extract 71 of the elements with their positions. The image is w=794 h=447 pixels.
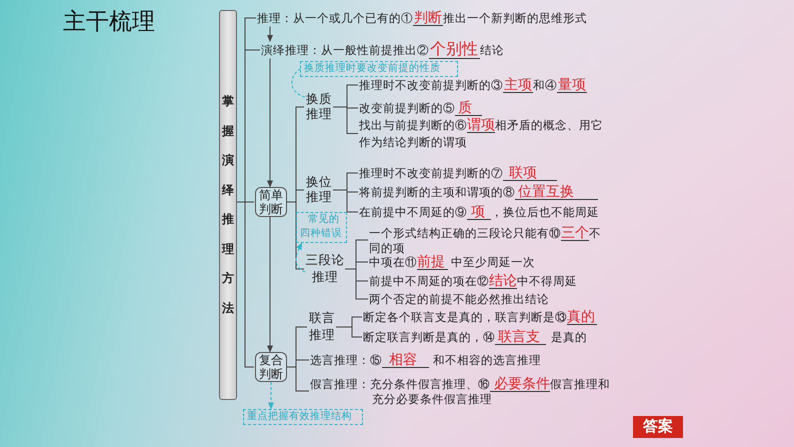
statement-text: 推理时不改变前提判断的⑦ [359, 166, 503, 180]
answer-blank: 判断 [413, 8, 443, 26]
category-box: 简单判断 [255, 187, 287, 217]
handwritten-note: 换质推理时要改变前提的性质 [300, 61, 458, 77]
answer-blank: 真的 [567, 308, 597, 324]
statement-text: 作为结论判断的谓项 [359, 136, 467, 148]
statement-text: 断定联言判断是真的，⑭ [363, 330, 495, 344]
connector-line [336, 326, 362, 338]
connector-line [344, 268, 368, 300]
statement-text: 中不得周延 [517, 274, 577, 288]
statement-text: 结论 [480, 44, 504, 56]
handwritten-note: 常见的四种错误 [296, 212, 347, 243]
answer-button: 答案 [633, 416, 683, 438]
connector-line [286, 366, 310, 392]
arrow [266, 58, 274, 188]
statement-text: 推理时不改变前提判断的③ [359, 78, 503, 92]
statement-text: 相矛盾的概念、用它 [495, 118, 603, 132]
statement-text: 选言推理：⑮ [310, 354, 382, 366]
statement-text: 推出一个新判断的思维形式 [443, 12, 587, 24]
statement-text: 找出与前提判断的⑥ [359, 118, 467, 132]
branch-label: 换位推理 [305, 175, 333, 205]
answer-blank: 必要条件 [490, 374, 550, 392]
dashed-arrow [268, 382, 274, 410]
arrow [266, 26, 274, 42]
answer-blank: 量项 [557, 76, 587, 92]
statement-text: 前提中不周延的项在⑫ [369, 274, 489, 288]
vertical-heading-box: 掌握演绎推理方法 [219, 10, 237, 400]
answer-blank: 位置互换 [515, 182, 598, 200]
dashed-arrow [296, 242, 306, 272]
dashed-leader-line [291, 68, 306, 98]
answer-blank: 前提 [417, 252, 448, 270]
branch-label: 三段论推理 [305, 252, 345, 286]
connector-line [332, 106, 358, 134]
connector-line [286, 202, 304, 270]
answer-blank: 联项 [503, 164, 557, 180]
statement-text: 假言推理：充分条件假言推理、⑯ [310, 378, 490, 390]
answer-blank: 结论 [489, 272, 517, 288]
statement-text: 假言推理和 [550, 378, 610, 390]
branch-label: 联言推理 [308, 310, 336, 344]
statement-text: 将前提判断的主项和谓项的⑧ [359, 186, 515, 198]
page-title: 主干梳理 [63, 7, 155, 35]
statement-text: 同的项 [369, 242, 405, 254]
branch-label: 换质推理 [305, 92, 333, 122]
statement-text: 不 [589, 226, 601, 240]
answer-blank: 三个 [561, 224, 589, 240]
handwritten-note: 重点把握有效推理结构 [243, 409, 363, 425]
category-box: 复合判断 [255, 352, 287, 382]
answer-blank: 相容 [382, 350, 429, 368]
statement-text: 中项在⑪ [369, 256, 417, 268]
statement-text: 一个形式结构正确的三段论只能有⑩ [369, 226, 561, 240]
statement-text: 中至少周延一次 [451, 256, 535, 268]
answer-blank: 谓项 [467, 116, 495, 132]
answer-blank: 联言支 [495, 328, 546, 344]
statement-text: 充分必要条件假言推理 [372, 392, 492, 406]
answer-blank: 个别性 [429, 40, 480, 58]
statement-text: 在前提中不周延的⑨ [359, 206, 467, 218]
statement-text: 是真的 [551, 330, 587, 344]
connector-line [332, 190, 358, 212]
statement-text: ，换位后也不能周延 [491, 206, 599, 218]
statement-text: 改变前提判断的⑤ [359, 102, 455, 114]
statement-text: 演绎推理：从一般性前提推出② [261, 44, 429, 56]
statement-text: 推理：从一个或几个已有的① [257, 12, 413, 24]
answer-blank: 主项 [503, 76, 533, 92]
answer-blank: 质 [455, 98, 482, 116]
answer-blank: 项 [467, 202, 491, 220]
statement-text: 和不相容的选言推理 [433, 354, 541, 366]
statement-text: 和④ [533, 78, 557, 92]
statement-text: 断定各个联言支是真的，联言判断是⑬ [363, 310, 567, 324]
statement-text: 两个否定的前提不能必然推出结论 [369, 290, 549, 308]
connector-line [236, 202, 254, 368]
arrow [266, 216, 274, 352]
